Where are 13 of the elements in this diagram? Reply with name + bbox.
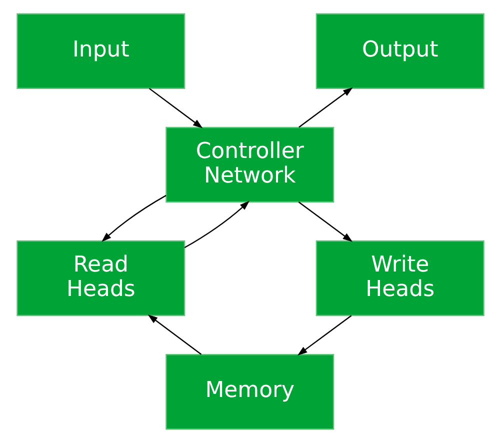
arrow — [148, 87, 202, 128]
node-box: Write Heads — [315, 240, 484, 316]
arrow — [298, 201, 352, 242]
node-box: Input — [16, 12, 185, 88]
node-box: Output — [315, 12, 484, 88]
arrow — [101, 194, 166, 242]
arrow — [296, 314, 352, 355]
arrow — [147, 314, 202, 354]
node-box: Controller Network — [165, 126, 334, 202]
arrow — [298, 86, 352, 128]
node-box: Read Heads — [16, 240, 185, 316]
arrow — [184, 200, 250, 248]
node-box: Memory — [165, 354, 334, 430]
